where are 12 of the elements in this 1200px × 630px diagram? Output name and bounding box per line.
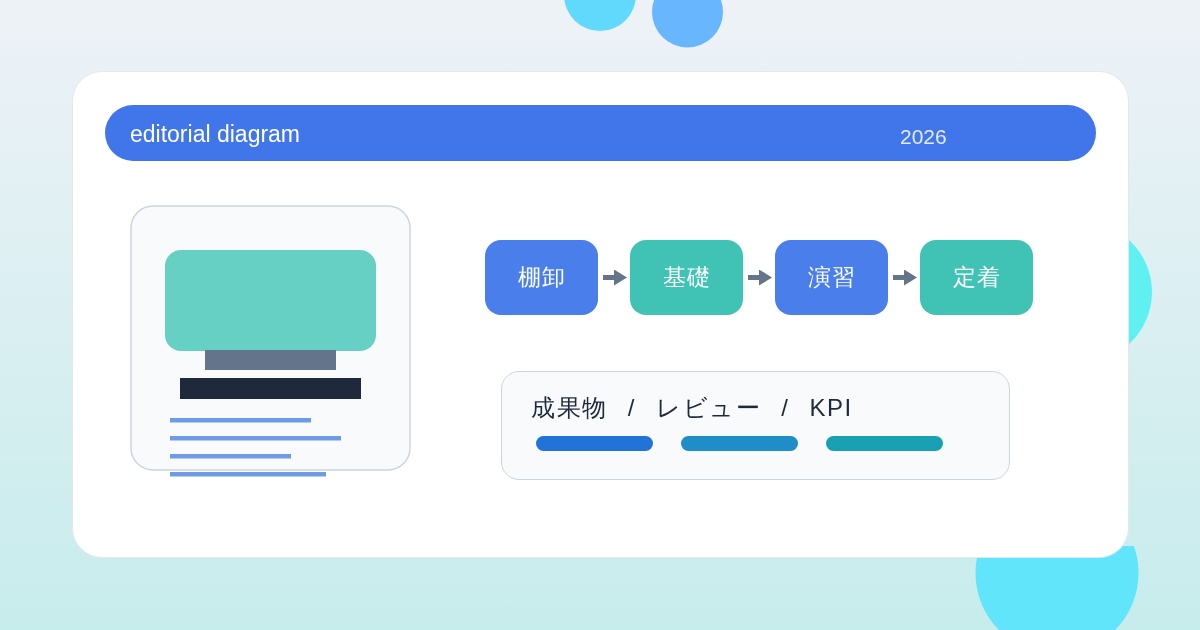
step-box: 基礎 bbox=[630, 240, 743, 315]
panel-heading: 成果物 / レビュー / KPI bbox=[531, 394, 853, 423]
step-box: 演習 bbox=[775, 240, 888, 315]
year-text: 2026 bbox=[900, 126, 947, 147]
step-box: 定着 bbox=[920, 240, 1033, 315]
heading-text: editorial diagram bbox=[130, 123, 301, 146]
step-box: 棚卸 bbox=[485, 240, 598, 315]
output-panel bbox=[501, 371, 1010, 480]
arrow bbox=[603, 269, 627, 286]
arrow bbox=[748, 269, 772, 286]
arrow bbox=[893, 269, 917, 286]
header-band bbox=[105, 105, 1096, 161]
